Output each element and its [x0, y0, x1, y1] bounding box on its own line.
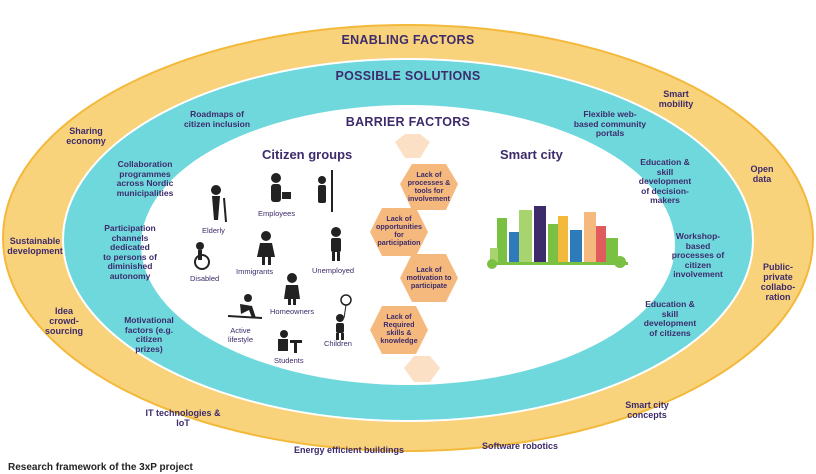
immigrants-icon [257, 231, 275, 265]
label-immigrants: Immigrants [236, 267, 274, 276]
unemployed-icon [331, 227, 341, 261]
students-icon [278, 330, 302, 353]
barrier-label-4: Lack of Required skills & knowledge [380, 312, 418, 345]
smart-city-title: Smart city [500, 147, 563, 162]
figure-caption: Research framework of the 3xP project [8, 462, 193, 473]
label-employees: Employees [258, 209, 296, 218]
citizen-groups-title: Citizen groups [262, 147, 353, 162]
enabling-smart-city-concepts: Smart city concepts [625, 400, 669, 421]
solution-education-decision: Education & skill development of decisio… [638, 157, 692, 206]
barrier-label-3: Lack of motivation to participate [406, 265, 452, 290]
enabling-energy-buildings: Energy efficient buildings [293, 445, 404, 455]
label-disabled: Disabled [190, 274, 220, 283]
enabling-idea-crowdsourcing: Idea crowd- sourcing [44, 306, 83, 337]
solution-participation-channels: Participation channels dedicated to pers… [103, 223, 157, 281]
employees-icon [271, 170, 333, 212]
barrier-label-2: Lack of opportunities for participation [376, 214, 422, 247]
enabling-open-data: Open data [750, 164, 774, 185]
label-active-lifestyle: Active lifestyle [228, 326, 254, 344]
solution-flexible-portals: Flexible web- based community portals [573, 109, 647, 139]
enabling-sharing-economy: Sharing economy [66, 126, 106, 147]
solution-education-citizens: Education & skill development of citizen… [643, 299, 697, 338]
enabling-software-robotics: Software robotics [481, 441, 558, 451]
label-homeowners: Homeowners [270, 307, 315, 316]
label-students: Students [274, 356, 304, 365]
enabling-public-private: Public- private collabo- ration [760, 262, 796, 303]
hex-barrier-3 [400, 254, 458, 302]
possible-solutions-title: POSSIBLE SOLUTIONS [335, 69, 481, 83]
hex-top-decor [395, 134, 430, 158]
hex-barrier-1 [400, 164, 458, 210]
citizen-icons [194, 170, 352, 353]
hex-barrier-2 [370, 208, 428, 256]
enabling-sustainable-development: Sustainable development [7, 236, 63, 257]
hex-bottom-decor [404, 356, 440, 382]
barrier-factors-title: BARRIER FACTORS [345, 115, 471, 129]
enabling-factors-title: ENABLING FACTORS [341, 33, 475, 47]
smart-city-illustration [487, 206, 628, 269]
enabling-it-technologies: IT technologies & IoT [145, 408, 221, 429]
solution-motivational: Motivational factors (e.g. citizen prize… [124, 315, 174, 354]
disabled-icon [194, 242, 210, 270]
solution-roadmaps: Roadmaps of citizen inclusion [183, 109, 251, 129]
label-unemployed: Unemployed [312, 266, 355, 275]
enabling-smart-mobility: Smart mobility [658, 89, 694, 110]
barrier-label-1: Lack of processes & tools for involvemen… [407, 170, 451, 203]
active-lifestyle-icon [227, 294, 263, 319]
homeowners-icon [284, 273, 300, 305]
hex-barrier-4 [370, 306, 428, 354]
solution-workshop: Workshop- based processes of citizen inv… [671, 231, 725, 280]
label-elderly: Elderly [202, 226, 225, 235]
barrier-hex-chain [370, 134, 458, 382]
label-children: Children [324, 339, 352, 348]
children-icon [336, 294, 352, 340]
solution-collaboration: Collaboration programmes across Nordic m… [116, 159, 174, 198]
elderly-icon [211, 185, 227, 223]
